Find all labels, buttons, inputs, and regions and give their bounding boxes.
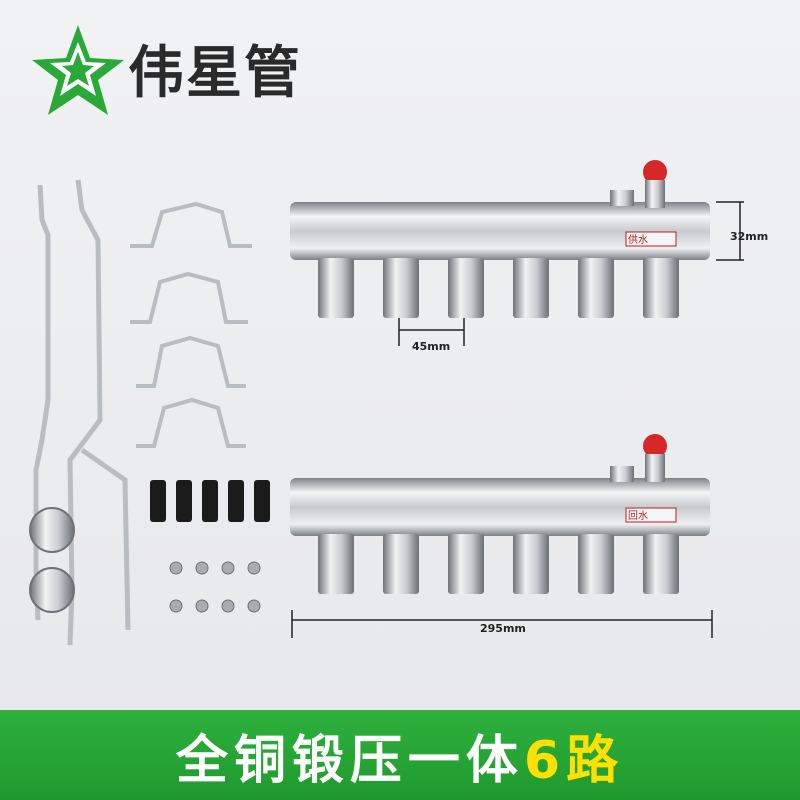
promo-banner: 全铜锻压一体6路 (0, 710, 800, 800)
dimension-lines (291, 201, 744, 638)
manifold-bottom: 回水 (290, 434, 710, 594)
dimension-height-label: 32mm (730, 230, 769, 243)
screw (169, 561, 261, 613)
plastic-clip (150, 480, 270, 522)
manifold-label: 回水 (628, 510, 648, 522)
brand-name: 伟星管 (128, 41, 302, 106)
manifold-label: 供水 (628, 233, 648, 246)
brand-logo (32, 25, 124, 115)
dimension-length-label: 295mm (480, 622, 526, 635)
manifold-top: 供水 (290, 160, 710, 318)
star-logo-icon (32, 25, 124, 115)
product-photo: 供水 回水 (29, 160, 744, 646)
end-cap (29, 507, 75, 613)
dimension-spacing-label: 45mm (412, 340, 451, 353)
banner-highlight: 6路 (523, 730, 625, 791)
banner-text: 全铜锻压一体6路 (176, 718, 624, 793)
banner-main: 全铜锻压一体 (175, 730, 524, 791)
pipe-clip (130, 201, 252, 448)
